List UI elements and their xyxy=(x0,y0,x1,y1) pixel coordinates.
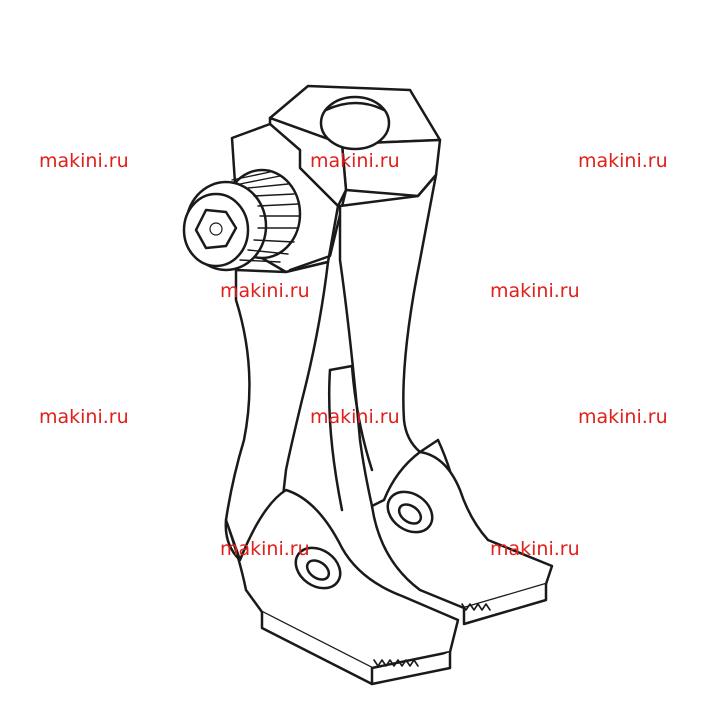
right-toe xyxy=(370,450,554,626)
clamp-block xyxy=(268,84,442,208)
hex-socket xyxy=(194,208,238,250)
thumb-screw-icon xyxy=(182,168,302,272)
left-toe xyxy=(224,488,460,686)
toe-serrations xyxy=(373,603,491,667)
shank-hole xyxy=(319,95,391,151)
